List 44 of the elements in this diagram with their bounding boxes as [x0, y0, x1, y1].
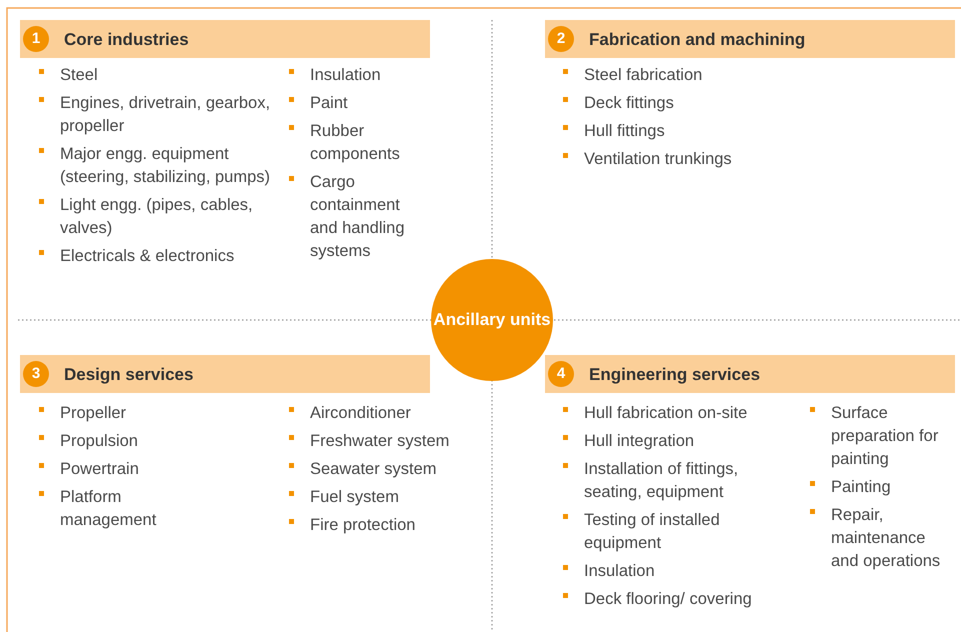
- list-item: Hull fabrication on-site: [584, 403, 748, 424]
- list-item: Painting: [831, 477, 892, 498]
- list-item: Ventilation trunkings: [584, 149, 733, 170]
- list-item: Propulsion: [60, 431, 139, 452]
- list-item: Deck flooring/ covering: [584, 589, 753, 610]
- list-item: Electricals & electronics: [60, 246, 236, 267]
- center-circle: Ancillary units: [431, 259, 553, 381]
- list-item: Steel: [60, 65, 99, 86]
- list-item: Major engg. equipment (steering, stabilizing, pumps): [60, 144, 272, 188]
- list-item: Powertrain: [60, 459, 140, 480]
- list-item: Light engg. (pipes, cables, valves): [60, 195, 254, 239]
- list-item: Platform management: [60, 487, 158, 531]
- number-badge: 1: [23, 26, 49, 52]
- list-item: Paint: [310, 93, 349, 114]
- list-item: Steel fabrication: [584, 65, 704, 86]
- list-item: Insulation: [584, 561, 656, 582]
- list-item: Rubber components: [310, 121, 401, 165]
- section-header: [20, 20, 430, 58]
- list-item: Freshwater system: [310, 431, 450, 452]
- number-badge: 2: [548, 26, 574, 52]
- list-item: Fire protection: [310, 515, 416, 536]
- section-header: [545, 20, 955, 58]
- section-title: Engineering services: [589, 365, 760, 385]
- list-item: Surface preparation for painting: [831, 403, 940, 470]
- section-title: Core industries: [64, 30, 189, 50]
- list-item: Repair, maintenance and operations: [831, 505, 942, 572]
- section-header: [545, 355, 955, 393]
- number-badge: 3: [23, 361, 49, 387]
- section-title: Fabrication and machining: [589, 30, 806, 50]
- list-item: Testing of installed equipment: [584, 510, 721, 554]
- list-item: Installation of fittings, seating, equipment: [584, 459, 740, 503]
- list-item: Airconditioner: [310, 403, 412, 424]
- list-item: Hull fittings: [584, 121, 666, 142]
- list-item: Seawater system: [310, 459, 438, 480]
- list-item: Engines, drivetrain, gearbox, propeller: [60, 93, 272, 137]
- list-item: Propeller: [60, 403, 128, 424]
- list-item: Hull integration: [584, 431, 696, 452]
- list-item: Insulation: [310, 65, 382, 86]
- list-item: Deck fittings: [584, 93, 675, 114]
- list-item: Cargo containment and handling systems: [310, 172, 406, 262]
- section-title: Design services: [64, 365, 194, 385]
- section-header: [20, 355, 430, 393]
- number-badge: 4: [548, 361, 574, 387]
- list-item: Fuel system: [310, 487, 400, 508]
